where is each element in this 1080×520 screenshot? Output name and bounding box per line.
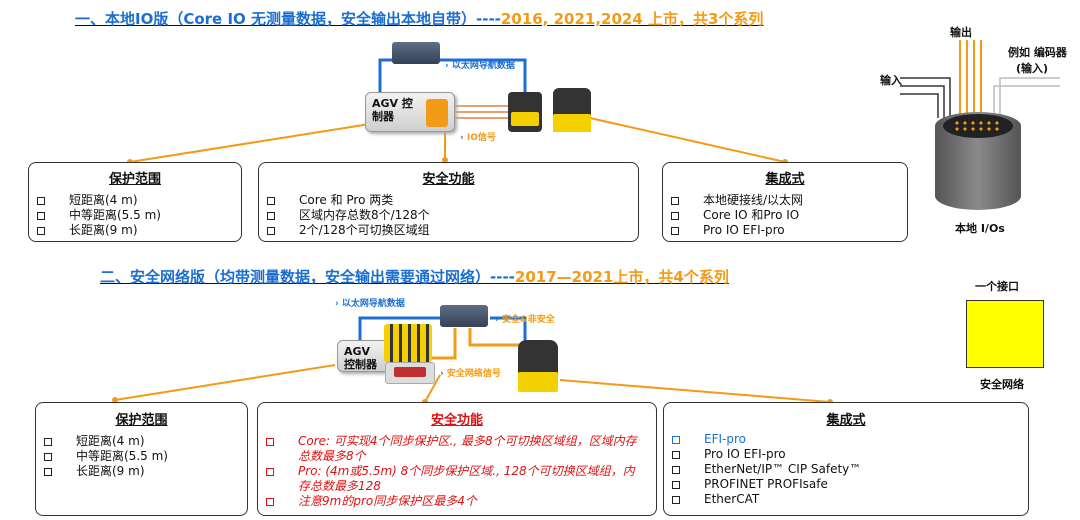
list-item: Core 和 Pro 两类 xyxy=(259,193,638,208)
box-title: 安全功能 xyxy=(430,413,483,428)
box-title: 安全功能 xyxy=(422,172,475,187)
list-item: 中等距离(5.5 m) xyxy=(29,208,241,223)
list-item: Pro: (4m或5.5m) 8个同步保护区域., 128个可切换区域组，内存总… xyxy=(258,464,644,494)
local-io-caption: 本地 I/Os xyxy=(955,222,1005,235)
agv-controller: AGV 控制器 xyxy=(365,92,455,132)
list-item: 短距离(4 m) xyxy=(36,434,247,449)
list-item: 区域内存总数8个/128个 xyxy=(259,208,638,223)
box-title: 保护范围 xyxy=(108,172,161,187)
list-item: 注意9m的pro同步保护区最多4个 xyxy=(258,494,644,509)
section1-integration-box: 集成式 本地硬接线/以太网 Core IO 和Pro IO Pro IO EFI… xyxy=(662,162,908,242)
encoder-label: 例如 编码器 xyxy=(1008,46,1067,59)
section2-integration-box: 集成式 EFI-pro Pro IO EFI-pro EtherNet/IP™ … xyxy=(663,402,1029,516)
output-label: 输出 xyxy=(950,26,972,39)
section2-safety-box: 安全功能 Core: 可实现4个同步保护区., 最多8个可切换区域组，区域内存总… xyxy=(257,402,657,516)
safety-controller-icon xyxy=(384,324,432,362)
encoder-sub-label: (输入) xyxy=(1016,62,1049,75)
list-item: Core IO 和Pro IO xyxy=(663,208,907,223)
eth-nav-label-2: › 以太网导航数据 xyxy=(335,299,405,309)
eth-nav-label: › 以太网导航数据 xyxy=(445,61,515,71)
box-title: 集成式 xyxy=(826,413,866,428)
list-item: 2个/128个可切换区域组 xyxy=(259,223,638,238)
list-item: EFI-pro xyxy=(664,432,1028,447)
section1-safety-box: 安全功能 Core 和 Pro 两类 区域内存总数8个/128个 2个/128个… xyxy=(258,162,639,242)
list-item: 长距离(9 m) xyxy=(36,464,247,479)
safety-scanner-icon xyxy=(553,88,591,132)
agv-label: AGV 控制器 xyxy=(372,97,413,123)
list-item: EtherNet/IP™ CIP Safety™ xyxy=(664,462,1028,477)
safe-nonsafe-label: › 安全&非安全 xyxy=(495,315,555,325)
safety-scanner-icon xyxy=(518,340,558,392)
section1-title-release: 2016, 2021,2024 上市，共3个系列 xyxy=(500,10,764,28)
list-item: 本地硬接线/以太网 xyxy=(663,193,907,208)
list-item: 长距离(9 m) xyxy=(29,223,241,238)
section2-protection-box: 保护范围 短距离(4 m) 中等距离(5.5 m) 长距离(9 m) xyxy=(35,402,248,516)
network-module-icon xyxy=(385,362,435,384)
list-item: 中等距离(5.5 m) xyxy=(36,449,247,464)
section2-title-main: 二、安全网络版（均带测量数据，安全输出需要通过网络）---- xyxy=(100,268,515,286)
list-item: 短距离(4 m) xyxy=(29,193,241,208)
interface-bottom-label: 安全网络 xyxy=(980,378,1024,391)
interface-square-icon xyxy=(966,300,1044,368)
ethernet-switch-icon xyxy=(392,42,440,64)
section1-title: 一、本地IO版（Core IO 无测量数据，安全输出本地自带）----2016,… xyxy=(75,8,763,29)
ethernet-switch-icon xyxy=(440,305,488,327)
box-title: 集成式 xyxy=(765,172,805,187)
input-label: 输入 xyxy=(880,74,902,87)
box-title: 保护范围 xyxy=(115,413,168,428)
list-item: Pro IO EFI-pro xyxy=(664,447,1028,462)
list-item: PROFINET PROFIsafe xyxy=(664,477,1028,492)
section1-title-main: 一、本地IO版（Core IO 无测量数据，安全输出本地自带）---- xyxy=(75,10,501,28)
section2-title: 二、安全网络版（均带测量数据，安全输出需要通过网络）----2017—2021上… xyxy=(100,266,729,287)
net-signal-label: › 安全网络信号 xyxy=(440,369,501,379)
section1-protection-box: 保护范围 短距离(4 m) 中等距离(5.5 m) 长距离(9 m) xyxy=(28,162,242,242)
list-item: Pro IO EFI-pro xyxy=(663,223,907,238)
local-io-cylinder-icon xyxy=(935,112,1021,210)
interface-top-label: 一个接口 xyxy=(975,280,1019,293)
list-item: Core: 可实现4个同步保护区., 最多8个可切换区域组，区域内存总数最多8个 xyxy=(258,434,644,464)
list-item: EtherCAT xyxy=(664,492,1028,507)
section2-title-release: 2017—2021上市，共4个系列 xyxy=(514,268,729,286)
io-device-icon xyxy=(508,92,542,132)
io-module-icon xyxy=(426,99,448,127)
io-signal-label: › IO信号 xyxy=(460,133,496,143)
agv-label: AGV 控制器 xyxy=(344,345,377,371)
